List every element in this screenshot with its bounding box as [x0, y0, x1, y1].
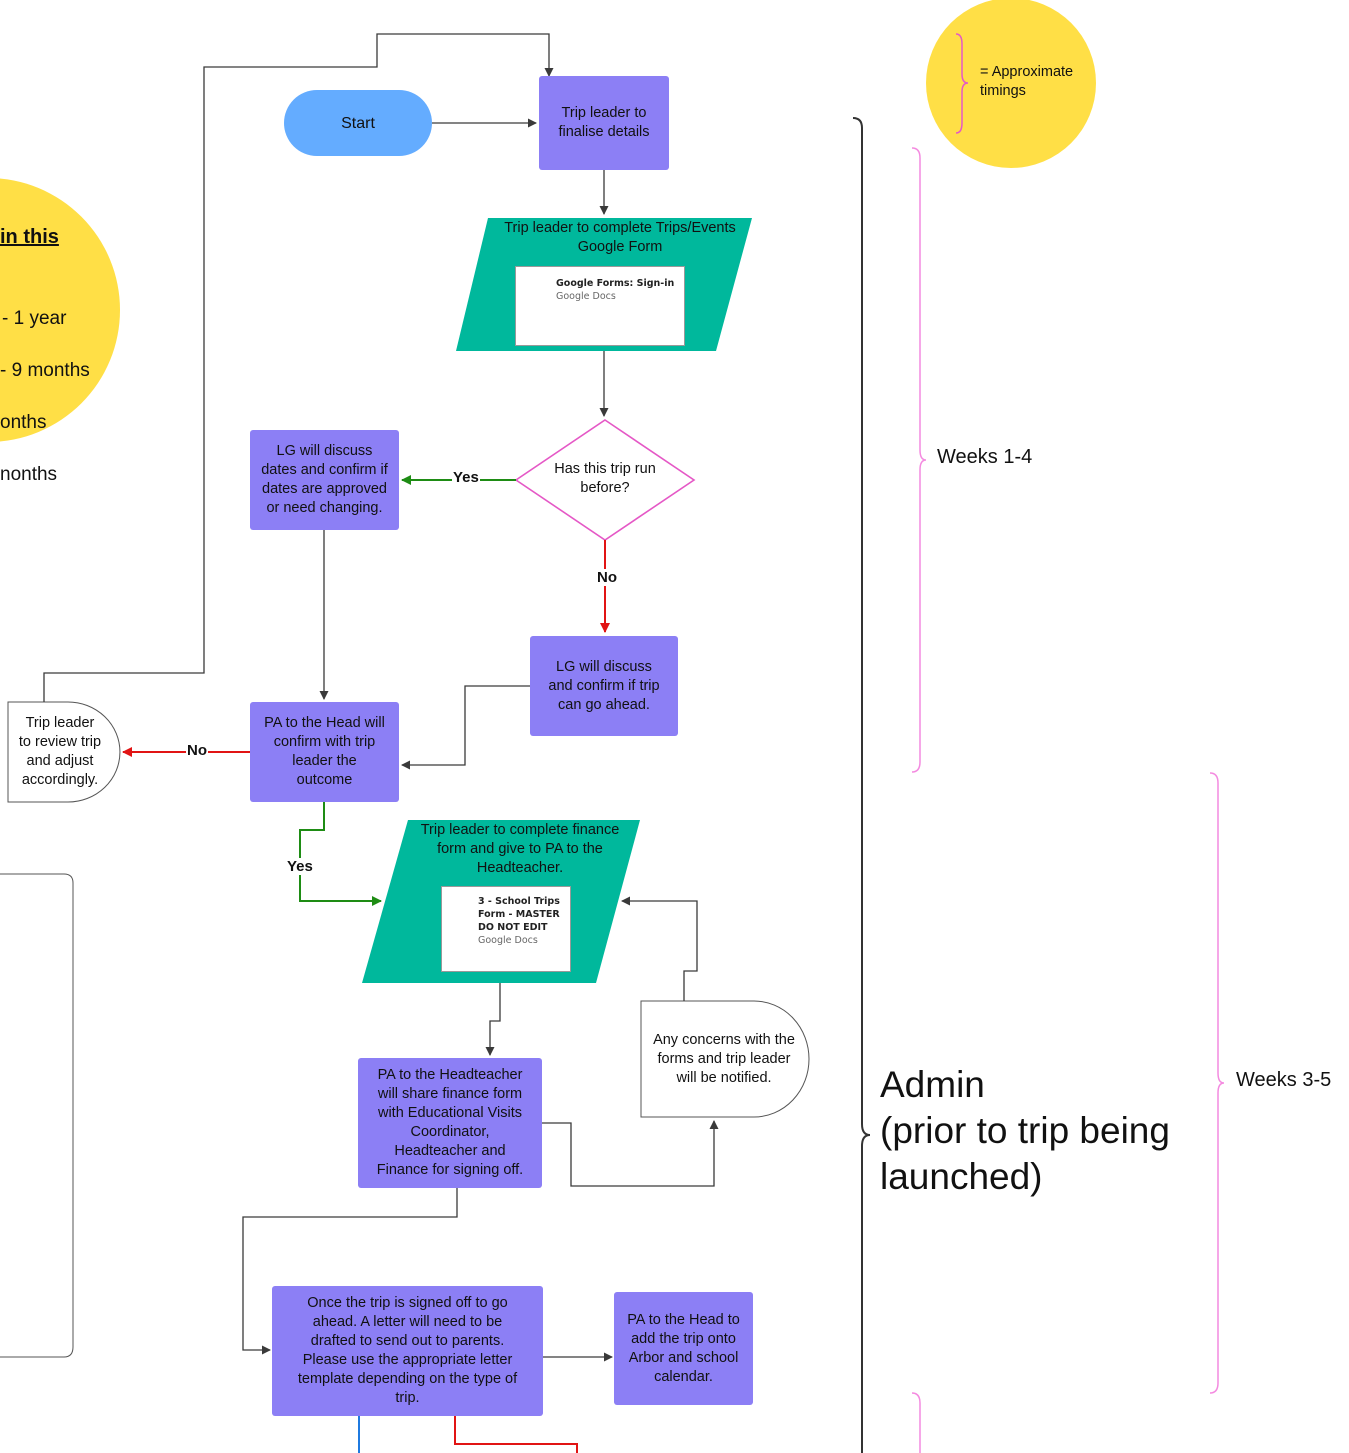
- pa-share-finance-node[interactable]: PA to the Headteacher will share finance…: [358, 1058, 542, 1188]
- brace-weeks-1-4: [911, 147, 927, 773]
- brace-weeks-3-5: [1209, 772, 1225, 1394]
- edge-label-yes: Yes: [286, 858, 314, 875]
- finalise-details-node[interactable]: Trip leader to finalise details: [539, 76, 669, 170]
- start-node[interactable]: Start: [341, 114, 375, 132]
- google-form-node[interactable]: Trip leader to complete Trips/Events Goo…: [504, 220, 736, 255]
- parent-letter-node[interactable]: Once the trip is signed off to go ahead.…: [272, 1286, 543, 1416]
- arbor-calendar-node[interactable]: PA to the Head to add the trip onto Arbo…: [614, 1292, 753, 1405]
- legend-text: = Approximate timings: [980, 64, 1074, 99]
- arrow-share-to-concerns: [542, 1120, 719, 1187]
- pa-outcome-node[interactable]: PA to the Head will confirm with trip le…: [250, 702, 399, 802]
- lg-dates-node[interactable]: LG will discuss dates and confirm if dat…: [250, 430, 399, 530]
- lg-go-ahead-node[interactable]: LG will discuss and confirm if trip can …: [530, 636, 678, 736]
- edge-label-no: No: [596, 569, 618, 586]
- start-shape: [284, 90, 432, 156]
- timeline-line: nonths: [0, 464, 58, 485]
- brace-next: [911, 1392, 921, 1453]
- trip-review-node[interactable]: Trip leader to review trip and adjust ac…: [18, 715, 102, 788]
- timeline-line: onths: [0, 412, 47, 433]
- arrow-yes-to-finance: [299, 802, 382, 906]
- concerns-delay-shape: [640, 1000, 810, 1118]
- arrow-concerns-to-finance: [621, 896, 698, 1001]
- admin-phase-label: Admin (prior to trip being launched): [880, 1064, 1170, 1197]
- timing-label-weeks-3-5: Weeks 3-5: [1236, 1069, 1332, 1091]
- timeline-heading: in this: [0, 226, 59, 248]
- left-container: [0, 873, 74, 1358]
- arrow-share-to-letter: [242, 1188, 458, 1355]
- finance-form-node[interactable]: Trip leader to complete finance form and…: [420, 822, 620, 876]
- concerns-node[interactable]: Any concerns with the forms and trip lea…: [653, 1031, 795, 1086]
- school-trips-form-link-card[interactable]: 3 - School Trips Form - MASTER DO NOT ED…: [441, 886, 571, 972]
- timeline-line: - 1 year: [2, 308, 67, 329]
- google-forms-link-card[interactable]: Google Forms: Sign-in Google Docs: [515, 266, 685, 346]
- decision-node[interactable]: Has this trip run before?: [554, 461, 656, 496]
- arrow-lg-ahead-to-pa: [401, 685, 530, 770]
- red-connector: [454, 1416, 578, 1453]
- arrow-finance-to-share: [485, 983, 501, 1056]
- admin-brace: [852, 117, 871, 1453]
- legend-circle: [926, 0, 1096, 168]
- timeline-list: - 1 year - 9 months onths nonths: [0, 280, 90, 514]
- edge-label-no: No: [186, 742, 208, 759]
- timeline-circle: [0, 178, 120, 442]
- timeline-line: - 9 months: [0, 360, 90, 381]
- timing-label-weeks-1-4: Weeks 1-4: [937, 446, 1033, 468]
- card-title: Google Forms: Sign-in: [556, 278, 675, 289]
- arrow-review-to-finalise: [43, 33, 554, 702]
- edge-label-yes: Yes: [452, 469, 480, 486]
- card-subtitle: Google Docs: [556, 291, 616, 302]
- card-title: 3 - School Trips Form - MASTER DO NOT ED…: [478, 896, 560, 933]
- review-delay-shape: [7, 701, 121, 803]
- card-subtitle: Google Docs: [478, 935, 538, 946]
- legend-brace: [955, 33, 969, 134]
